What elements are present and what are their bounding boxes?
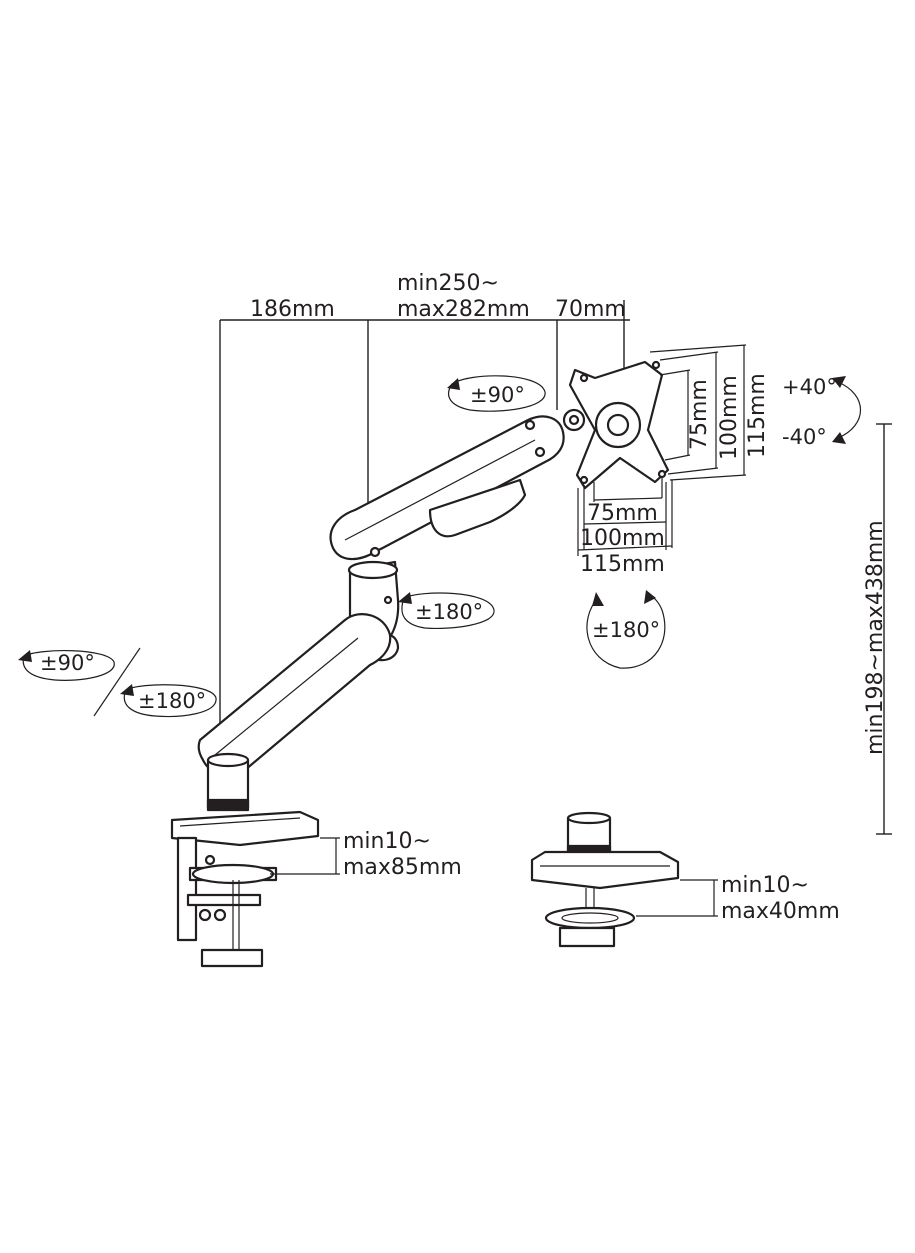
tilt-down-label: -40° xyxy=(782,425,827,449)
rotate-elbow-indicator: ±180° xyxy=(398,592,495,629)
arm-length-second-min-label: min250~ xyxy=(397,271,499,296)
clamp-range-min-label: min10~ xyxy=(343,829,431,854)
vesa-75-height-label: 75mm xyxy=(687,379,712,450)
head-offset-label: 70mm xyxy=(555,297,626,322)
vesa-75-width-label: 75mm xyxy=(587,501,658,526)
vesa-100-height-label: 100mm xyxy=(717,375,742,460)
rotate-screen-label: ±180° xyxy=(592,618,660,642)
tilt-indicator: +40° -40° xyxy=(782,375,862,449)
swivel-base-label: ±90° xyxy=(40,651,95,675)
divider-line xyxy=(93,647,141,717)
height-range-label: min198~max438mm xyxy=(863,520,888,755)
grommet-range-min-label: min10~ xyxy=(721,873,809,898)
clamp-range-max-label: max85mm xyxy=(343,855,462,880)
vesa-115-width-label: 115mm xyxy=(580,552,665,577)
lower-arm xyxy=(197,613,392,777)
rotate-elbow-label: ±180° xyxy=(415,600,483,624)
swivel-base-indicator: ±90° xyxy=(18,650,115,681)
top-dimension-lines xyxy=(219,300,630,730)
swivel-head-label: ±90° xyxy=(470,383,525,407)
upper-arm xyxy=(329,415,565,561)
rotate-screen-indicator: ±180° xyxy=(586,590,666,669)
vesa-height-dimensions xyxy=(649,344,747,481)
swivel-head-indicator: ±90° xyxy=(447,375,546,412)
vertical-post xyxy=(206,752,250,812)
rotate-base-label: ±180° xyxy=(138,689,206,713)
arm-length-first-label: 186mm xyxy=(250,297,335,322)
grommet-range-max-label: max40mm xyxy=(721,899,840,924)
arm-length-second-max-label: max282mm xyxy=(397,297,530,322)
vesa-100-width-label: 100mm xyxy=(580,526,665,551)
vesa-width-dimensions xyxy=(577,478,673,556)
tilt-up-label: +40° xyxy=(782,375,837,399)
grommet-range-dimension: min10~ max40mm xyxy=(636,873,840,924)
rotate-base-indicator: ±180° xyxy=(120,684,217,718)
clamp-base xyxy=(170,810,320,968)
grommet-base xyxy=(530,811,680,948)
clamp-range-dimension: min10~ max85mm xyxy=(270,829,462,880)
vesa-115-height-label: 115mm xyxy=(745,373,770,458)
monitor-arm-illustration xyxy=(170,415,565,968)
vesa-plate xyxy=(562,360,670,490)
height-dimension: min198~max438mm xyxy=(863,423,892,835)
